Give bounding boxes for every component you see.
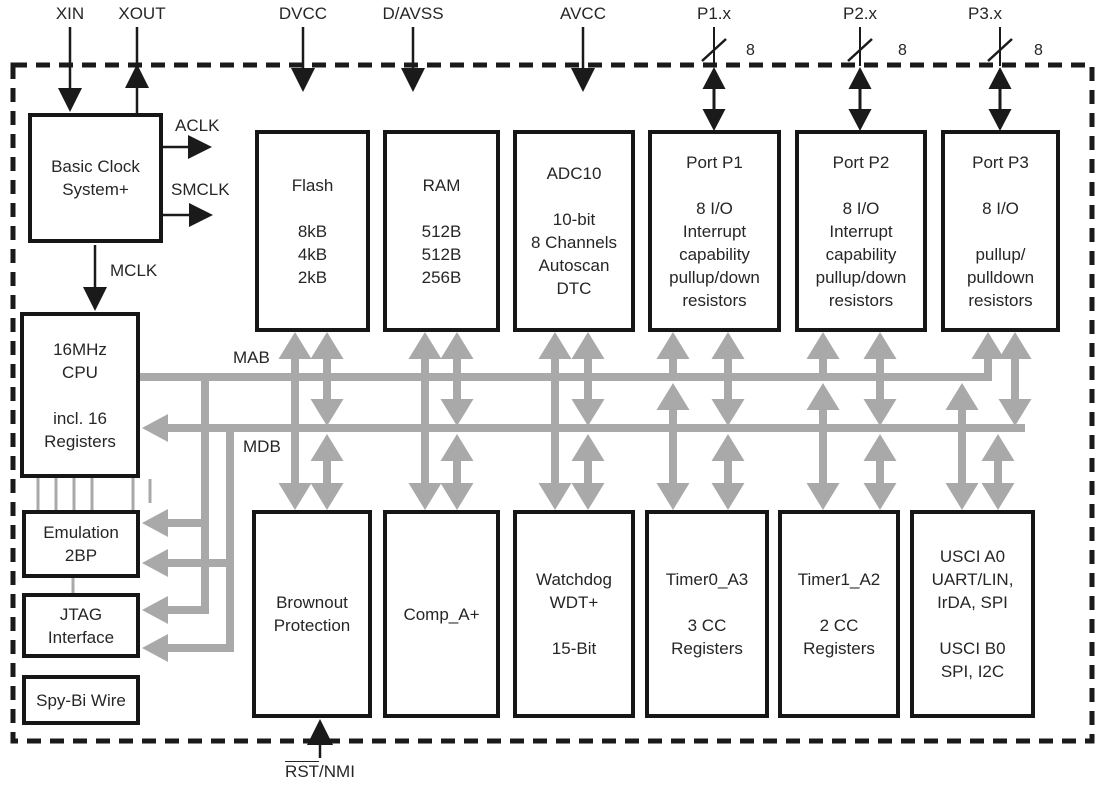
text-line: Port P2 [832,152,890,172]
text-line: Watchdog [536,570,612,589]
text-line: RAM [422,175,461,195]
pin-label-rst-nmi: RST/NMI [260,762,380,782]
text-line: USCI A0 [939,547,1006,566]
text-line: Flash [291,175,334,195]
block-emulation: Emulation 2BP [22,510,140,578]
text-line: Timer0_A3 [665,570,749,589]
text-line: 256B [421,267,462,287]
block-usci: USCI A0 UART/LIN, IrDA, SPI USCI B0 SPI,… [910,510,1035,718]
block-basic-clock-system: Basic Clock System+ [28,113,163,243]
text-line: resistors [828,290,894,310]
text-line: 512B [421,244,462,264]
pin-label-xin: XIN [55,4,85,23]
block-comp-a: Comp_A+ [383,510,500,718]
text-line: Registers [803,639,875,658]
pin-label-dvcc: DVCC [278,4,328,23]
text-line: 2kB [297,267,328,287]
text-line: Spy-Bi Wire [36,690,126,710]
text-line: Comp_A+ [403,604,480,624]
text-line: UART/LIN, [931,570,1014,589]
text-line: pullup/ [975,244,1026,264]
block-adc10: ADC10 10-bit 8 Channels Autoscan DTC [513,130,635,332]
text-line: pullup/down [669,267,760,287]
pin-label-davss: D/AVSS [382,4,444,23]
text-line: capability [825,244,897,264]
bus-width-p1: 8 [746,42,755,59]
block-timer1-a2: Timer1_A2 2 CC Registers [778,510,900,718]
text-line: System+ [62,180,129,199]
text-line: Protection [273,616,351,635]
signal-label-smclk: SMCLK [171,180,230,199]
block-port-p2: Port P2 8 I/O Interrupt capability pullu… [795,130,927,332]
text-line: WDT+ [549,593,599,612]
bus-width-p3: 8 [1034,42,1043,59]
text-line: Registers [44,431,116,451]
block-spy-bi-wire: Spy-Bi Wire [22,675,140,725]
text-line: 8 Channels [530,233,617,252]
pin-label-p2x: P2.x [842,4,878,23]
text-line: Port P3 [972,152,1029,172]
text-line: pulldown [966,267,1035,287]
text-line: pullup/down [815,267,907,287]
text-line: resistors [968,290,1033,310]
text-line: SPI, I2C [940,662,1005,681]
text-line: ADC10 [546,164,602,183]
block-port-p1: Port P1 8 I/O Interrupt capability pullu… [648,130,781,332]
pin-label-p3x: P3.x [967,4,1003,23]
text-line: CPU [62,362,98,382]
text-line: 8 I/O [696,198,733,218]
text-line: Timer1_A2 [797,570,881,589]
text-line: Interrupt [682,221,747,241]
signal-label-aclk: ACLK [175,116,220,135]
text-line: 15-Bit [551,639,597,658]
text-line: DTC [556,279,592,298]
text-line: Emulation [43,523,119,542]
text-line: 8 I/O [842,198,880,218]
rst-overlined-text: RST [285,762,320,781]
text-line: JTAG [59,604,103,624]
text-line: 8 I/O [982,198,1019,218]
text-line: 10-bit [552,210,596,229]
bus-label-mab: MAB [233,348,270,367]
text-line: resistors [682,290,747,310]
block-watchdog: Watchdog WDT+ 15-Bit [513,510,635,718]
text-line: 512B [421,221,462,241]
block-port-p3: Port P3 8 I/O pullup/ pulldown resistors [941,130,1060,332]
text-line: 8kB [297,221,328,241]
block-brownout-protection: Brownout Protection [252,510,372,718]
text-line: capability [679,244,750,264]
text-line: Brownout [276,593,348,612]
block-cpu: 16MHz CPU incl. 16 Registers [20,312,140,478]
text-line: 3 CC [687,616,727,635]
block-flash: Flash 8kB 4kB 2kB [255,130,370,332]
bus-label-mdb: MDB [243,437,281,456]
pin-label-avcc: AVCC [560,4,606,23]
text-line: incl. 16 [53,408,107,428]
text-line: Interface [47,627,115,647]
text-line: 2BP [64,546,98,565]
text-line: 2 CC [819,616,859,635]
text-line: 16MHz [53,339,107,359]
pin-label-p1x: P1.x [696,4,732,23]
text-line: 4kB [297,244,328,264]
pin-label-xout: XOUT [118,4,166,23]
block-timer0-a3: Timer0_A3 3 CC Registers [645,510,769,718]
text-line: USCI B0 [939,639,1006,658]
text-line: Basic Clock [51,157,140,176]
block-jtag-interface: JTAG Interface [22,593,140,658]
text-line: Interrupt [829,221,893,241]
bus-width-p2: 8 [898,42,907,59]
text-line: Port P1 [686,152,743,172]
nmi-text: /NMI [319,762,355,781]
text-line: Autoscan [538,256,610,275]
text-line: IrDA, SPI [937,593,1008,612]
text-line: Registers [671,639,743,658]
block-ram: RAM 512B 512B 256B [383,130,500,332]
signal-label-mclk: MCLK [110,261,158,280]
